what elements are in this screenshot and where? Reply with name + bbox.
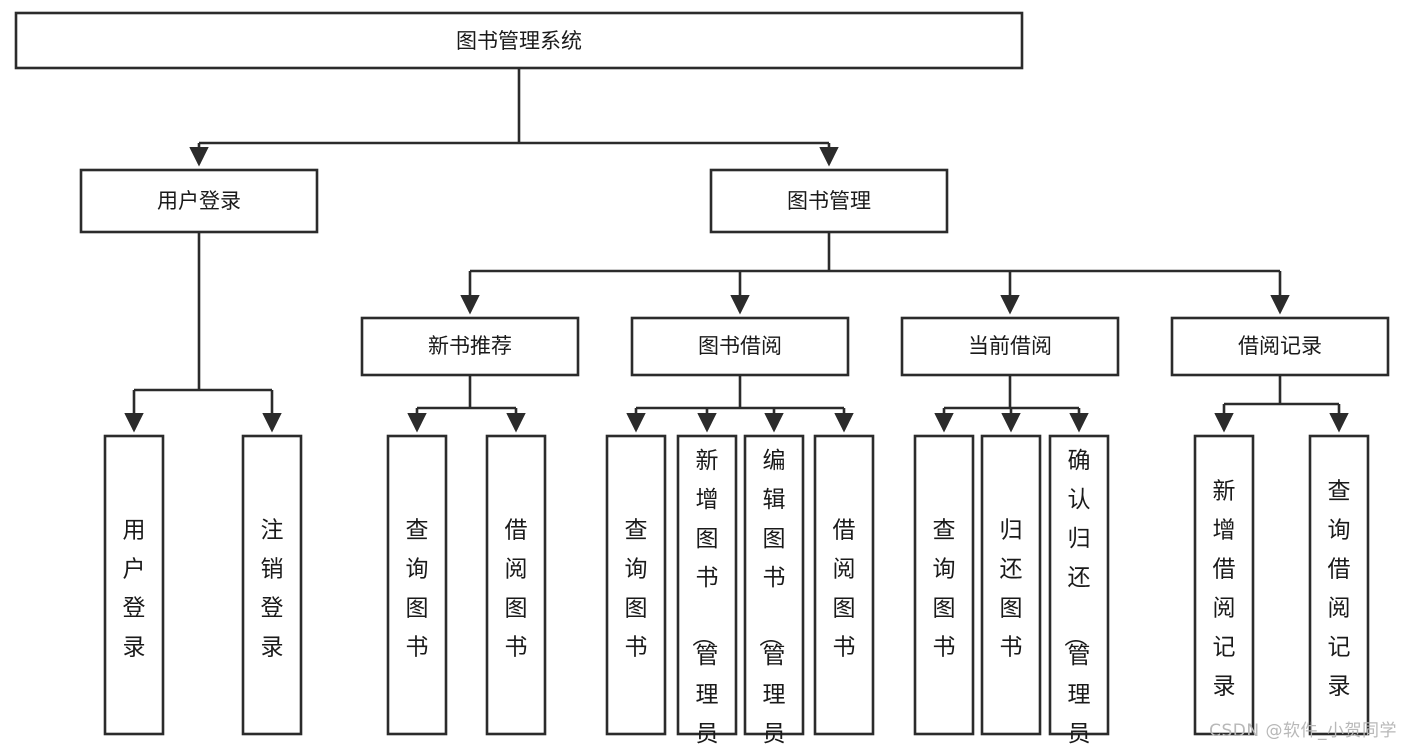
- node-user-login-box[interactable]: [79, 168, 319, 234]
- node-leaf-logout-label: 注销登录: [261, 517, 284, 660]
- node-leaf-query-record-label: 查询借阅记录: [1328, 478, 1351, 699]
- node-root-box[interactable]: [14, 11, 1024, 70]
- node-leaf-query-book-1[interactable]: 查询图书: [386, 434, 448, 736]
- node-new-book-recommend[interactable]: 新书推荐: [360, 316, 580, 377]
- node-leaf-logout-box[interactable]: [241, 434, 303, 736]
- node-book-borrow[interactable]: 图书借阅: [630, 316, 850, 377]
- node-root[interactable]: 图书管理系统: [14, 11, 1024, 70]
- node-leaf-add-book-label: 新增图书（管理员）: [690, 448, 719, 747]
- node-book-manage-label: 图书管理: [787, 189, 871, 213]
- node-borrow-record-box[interactable]: [1170, 316, 1390, 377]
- node-borrow-record[interactable]: 借阅记录: [1170, 316, 1390, 377]
- node-root-label: 图书管理系统: [456, 29, 582, 53]
- node-current-borrow-label: 当前借阅: [968, 334, 1052, 358]
- node-user-login[interactable]: 用户登录: [79, 168, 319, 234]
- node-leaf-user-login[interactable]: 用户登录: [103, 434, 165, 736]
- node-new-book-recommend-label: 新书推荐: [428, 334, 512, 358]
- node-leaf-borrow-book-1-label: 借阅图书: [505, 517, 528, 660]
- node-leaf-confirm-return-box[interactable]: [1048, 434, 1110, 736]
- node-current-borrow-box[interactable]: [900, 316, 1120, 377]
- node-leaf-edit-book-box[interactable]: [743, 434, 805, 736]
- node-leaf-query-book-3-box[interactable]: [913, 434, 975, 736]
- node-leaf-user-login-label: 用户登录: [123, 517, 146, 660]
- node-leaf-add-book[interactable]: 新增图书（管理员）: [676, 434, 738, 747]
- node-leaf-query-book-1-box[interactable]: [386, 434, 448, 736]
- node-book-borrow-box[interactable]: [630, 316, 850, 377]
- node-leaf-user-login-box[interactable]: [103, 434, 165, 736]
- node-leaf-edit-book[interactable]: 编辑图书（管理员）: [743, 434, 805, 747]
- node-book-manage-box[interactable]: [709, 168, 949, 234]
- node-book-borrow-label: 图书借阅: [698, 334, 782, 358]
- node-leaf-add-record-box[interactable]: [1193, 434, 1255, 736]
- node-leaf-query-book-3-label: 查询图书: [933, 517, 956, 660]
- leaf-node-layer: 用户登录 注销登录 查询图书 借阅图书 查询图书 新增图书（管理员） 编辑图书（管理员） 借阅…: [103, 434, 1370, 747]
- node-new-book-recommend-box[interactable]: [360, 316, 580, 377]
- node-leaf-return-book-label: 归还图书: [1000, 517, 1023, 660]
- node-leaf-add-book-box[interactable]: [676, 434, 738, 736]
- node-leaf-logout[interactable]: 注销登录: [241, 434, 303, 736]
- node-leaf-query-book-2[interactable]: 查询图书: [605, 434, 667, 736]
- node-leaf-borrow-book-2-label: 借阅图书: [833, 517, 856, 660]
- node-user-login-label: 用户登录: [157, 189, 241, 213]
- node-leaf-return-book[interactable]: 归还图书: [980, 434, 1042, 736]
- node-leaf-borrow-book-2-box[interactable]: [813, 434, 875, 736]
- node-leaf-query-record[interactable]: 查询借阅记录: [1308, 434, 1370, 736]
- node-leaf-edit-book-label: 编辑图书（管理员）: [757, 448, 786, 747]
- node-leaf-borrow-book-1[interactable]: 借阅图书: [485, 434, 547, 736]
- node-leaf-confirm-return[interactable]: 确认归还（管理员）: [1048, 434, 1110, 747]
- connector-layer: [124, 68, 1349, 433]
- node-book-manage[interactable]: 图书管理: [709, 168, 949, 234]
- node-leaf-return-book-box[interactable]: [980, 434, 1042, 736]
- node-leaf-add-record-label: 新增借阅记录: [1213, 478, 1236, 699]
- node-leaf-borrow-book-2[interactable]: 借阅图书: [813, 434, 875, 736]
- node-leaf-query-book-2-box[interactable]: [605, 434, 667, 736]
- node-leaf-query-record-box[interactable]: [1308, 434, 1370, 736]
- node-leaf-confirm-return-label: 确认归还（管理员）: [1062, 448, 1091, 747]
- node-leaf-query-book-3[interactable]: 查询图书: [913, 434, 975, 736]
- node-borrow-record-label: 借阅记录: [1238, 334, 1322, 358]
- node-leaf-borrow-book-1-box[interactable]: [485, 434, 547, 736]
- node-leaf-add-record[interactable]: 新增借阅记录: [1193, 434, 1255, 736]
- node-leaf-query-book-1-label: 查询图书: [406, 517, 429, 660]
- node-leaf-query-book-2-label: 查询图书: [625, 517, 648, 660]
- node-current-borrow[interactable]: 当前借阅: [900, 316, 1120, 377]
